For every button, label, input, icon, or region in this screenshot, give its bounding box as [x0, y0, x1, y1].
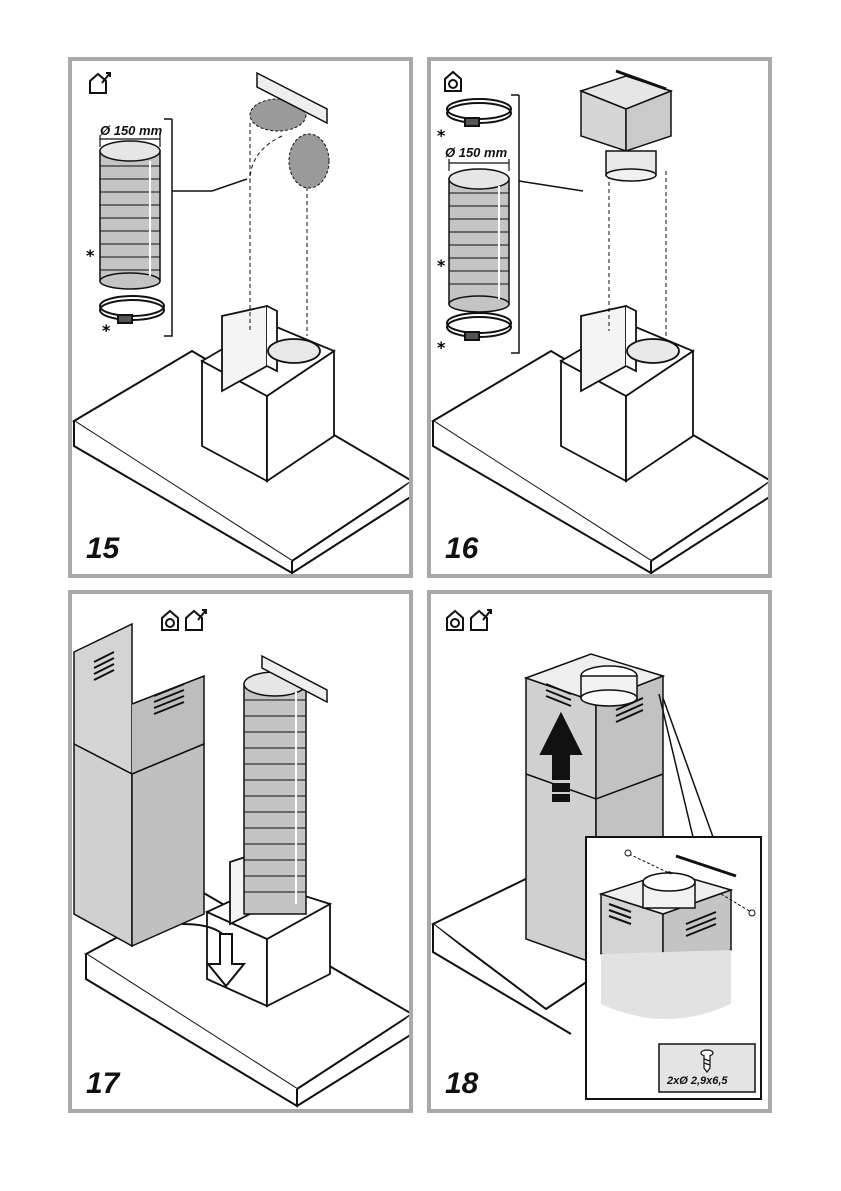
detail-inset — [586, 837, 761, 1099]
asterisk-mark: * — [437, 338, 446, 357]
recirculation-icon — [447, 611, 463, 630]
ducted-vent-icon — [471, 610, 491, 630]
hose-clamp — [447, 99, 511, 126]
duct-diameter-label: Ø 150 mm — [100, 123, 162, 138]
step-number: 18 — [445, 1067, 478, 1101]
asterisk-mark: * — [437, 256, 446, 275]
callout-bracket — [511, 95, 583, 353]
step-16-panel: * * * Ø 150 mm 16 — [427, 57, 772, 578]
screw-icon — [749, 910, 755, 916]
screw-icon — [625, 850, 631, 856]
step-number: 17 — [86, 1067, 119, 1101]
ducted-vent-icon — [186, 610, 206, 630]
duct-diameter-label: Ø 150 mm — [445, 145, 507, 160]
callout-bracket — [164, 119, 247, 336]
chimney-cover — [74, 624, 204, 946]
asterisk-mark: * — [102, 321, 111, 340]
air-deflector — [581, 76, 671, 181]
recirculation-icon — [445, 72, 461, 91]
step-17-panel: 17 — [68, 590, 413, 1113]
step-18-panel: 2xØ 2,9x6,5 18 — [427, 590, 772, 1113]
step-number: 16 — [445, 532, 478, 566]
hose-clamp — [447, 313, 511, 340]
step-number: 15 — [86, 532, 119, 566]
flexible-duct — [100, 141, 160, 289]
flexible-duct — [244, 672, 306, 914]
recirculation-icon — [162, 611, 178, 630]
step-17-illustration — [72, 594, 409, 1109]
screw-spec-label: 2xØ 2,9x6,5 — [667, 1075, 728, 1087]
asterisk-mark: * — [437, 126, 446, 145]
ducted-vent-icon — [90, 73, 110, 93]
callout-lines — [659, 694, 713, 837]
step-18-illustration — [431, 594, 768, 1109]
asterisk-mark: * — [86, 246, 95, 265]
flexible-duct — [449, 169, 509, 312]
step-15-panel: * * Ø 150 mm 15 — [68, 57, 413, 578]
wall-vent-shape — [289, 134, 329, 188]
step-16-illustration: * * * — [431, 61, 768, 574]
hose-clamp — [100, 296, 164, 323]
